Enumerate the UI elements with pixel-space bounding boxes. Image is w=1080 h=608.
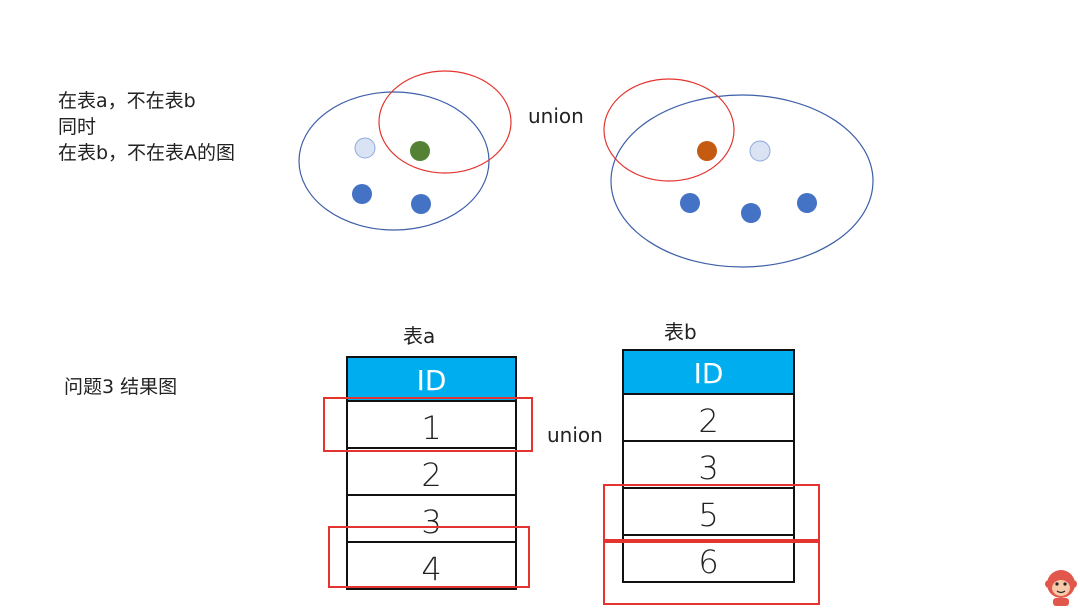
table-a-cell: 4 bbox=[421, 550, 442, 588]
highlight-box bbox=[323, 397, 533, 452]
table-a-cell: 3 bbox=[348, 496, 515, 543]
table-b-ellipse bbox=[378, 70, 512, 174]
union-label-bottom: union bbox=[547, 423, 603, 447]
description-line-1: 在表a，不在表b bbox=[58, 90, 196, 112]
union-label-top: union bbox=[528, 104, 584, 128]
highlight-box bbox=[603, 484, 820, 541]
table-b-cell: 6 bbox=[698, 543, 719, 581]
description-line-3: 在表b，不在表A的图 bbox=[58, 142, 236, 164]
highlight-box bbox=[328, 526, 530, 588]
description-line-2: 同时 bbox=[58, 116, 97, 138]
table-b-cell: 5 bbox=[624, 489, 793, 536]
highlight-box bbox=[603, 541, 820, 605]
light-dot bbox=[749, 140, 771, 162]
question-label: 问题3 结果图 bbox=[64, 376, 178, 398]
table-b-title: 表b bbox=[664, 320, 697, 344]
table-a-ellipse bbox=[298, 91, 490, 231]
venn-right bbox=[603, 78, 874, 268]
table-a-cell: 2 bbox=[348, 449, 515, 496]
orange-dot bbox=[697, 141, 717, 161]
blue-dot bbox=[352, 184, 372, 204]
table-b-ellipse bbox=[603, 78, 735, 182]
table-b-cell: 2 bbox=[624, 395, 793, 442]
table-a-title: 表a bbox=[403, 324, 436, 348]
table-b: ID 2 3 5 6 bbox=[622, 349, 795, 583]
table-b-header: ID bbox=[624, 351, 793, 395]
venn-left bbox=[298, 70, 512, 231]
monkey-logo-icon bbox=[1045, 570, 1077, 606]
blue-dot bbox=[797, 193, 817, 213]
table-a-cell: 1 bbox=[348, 402, 515, 449]
green-dot bbox=[410, 141, 430, 161]
table-b-cell: 3 bbox=[624, 442, 793, 489]
description-text: 在表a，不在表b 同时 在表b，不在表A的图 bbox=[58, 88, 235, 166]
blue-dot bbox=[680, 193, 700, 213]
table-a-header: ID bbox=[348, 358, 515, 402]
table-a-ellipse bbox=[610, 94, 874, 268]
blue-dot bbox=[411, 194, 431, 214]
table-a: ID 1 2 3 4 bbox=[346, 356, 517, 590]
light-dot bbox=[354, 137, 376, 159]
blue-dot bbox=[741, 203, 761, 223]
